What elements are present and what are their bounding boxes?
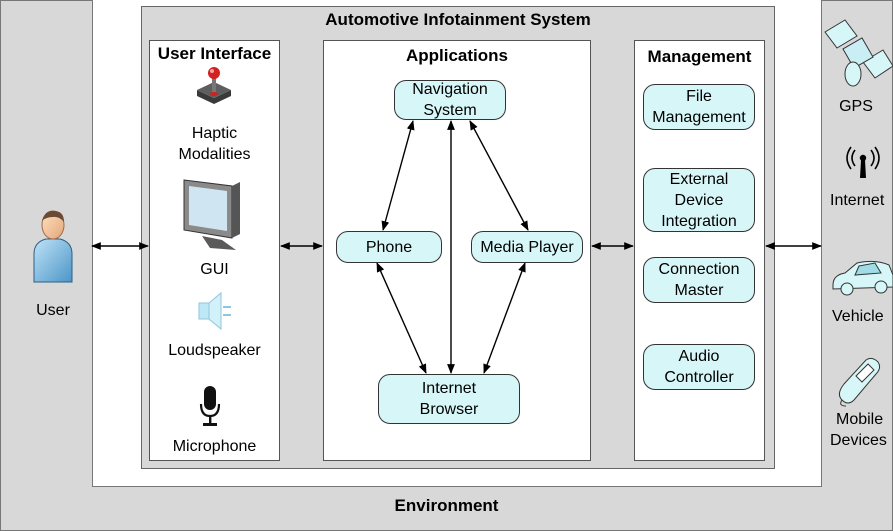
haptic-label-1: Haptic [191,125,238,142]
applications-title: Applications [405,46,508,65]
internet-browser-node: Internet Browser [378,374,520,424]
microphone-icon [199,386,221,426]
media-player-label: Media Player [480,238,574,256]
connection-master-line1: Connection [658,261,740,278]
user-label: User [36,302,70,319]
mobile-device-icon [838,357,881,407]
external-device-line2: Device [674,191,724,209]
connection-master-line2: Master [674,282,724,299]
vehicle-label: Vehicle [832,308,884,325]
phone-label: Phone [365,238,413,256]
external-device-line3: Integration [661,212,737,230]
navigation-system-node: Navigation System [394,80,506,120]
phone-node: Phone [336,231,442,263]
antenna-icon [846,146,880,178]
internet-label: Internet [830,192,885,209]
internet-browser-line1: Internet [421,380,477,397]
audio-controller-node: Audio Controller [643,344,755,390]
media-player-node: Media Player [471,231,583,263]
nav-phone-arrow [381,120,415,231]
file-management-node: File Management [643,84,755,130]
user-icon [33,210,73,283]
external-device-line1: External [669,170,729,188]
system-title: Automotive Infotainment System [325,10,591,29]
audio-controller-line2: Controller [664,369,734,386]
loudspeaker-label: Loudspeaker [168,342,261,359]
mobile-label-1: Mobile [836,411,884,428]
vehicle-icon [832,260,893,296]
joystick-icon [197,67,231,104]
microphone-label: Microphone [172,438,257,455]
navigation-system-line1: Navigation [412,81,488,98]
media-browser-arrow [483,262,526,374]
file-management-line1: File [686,88,712,105]
haptic-label-2: Modalities [178,146,251,163]
user-interface-title: User Interface [157,44,272,63]
management-title: Management [647,47,752,66]
external-device-integration-node: External Device Integration [643,168,755,232]
connection-master-node: Connection Master [643,257,755,303]
gui-label: GUI [200,261,229,278]
nav-media-arrow [469,120,529,231]
navigation-system-line2: System [423,102,477,119]
gps-label: GPS [839,98,873,115]
mobile-label-2: Devices [830,432,887,449]
phone-browser-arrow [376,262,427,374]
internet-browser-line2: Browser [419,401,479,418]
loudspeaker-icon [198,291,231,331]
gps-satellite-icon [824,19,893,87]
monitor-icon [183,179,240,250]
audio-controller-line1: Audio [678,348,720,365]
environment-label: Environment [394,496,499,515]
file-management-line2: Management [652,109,746,126]
